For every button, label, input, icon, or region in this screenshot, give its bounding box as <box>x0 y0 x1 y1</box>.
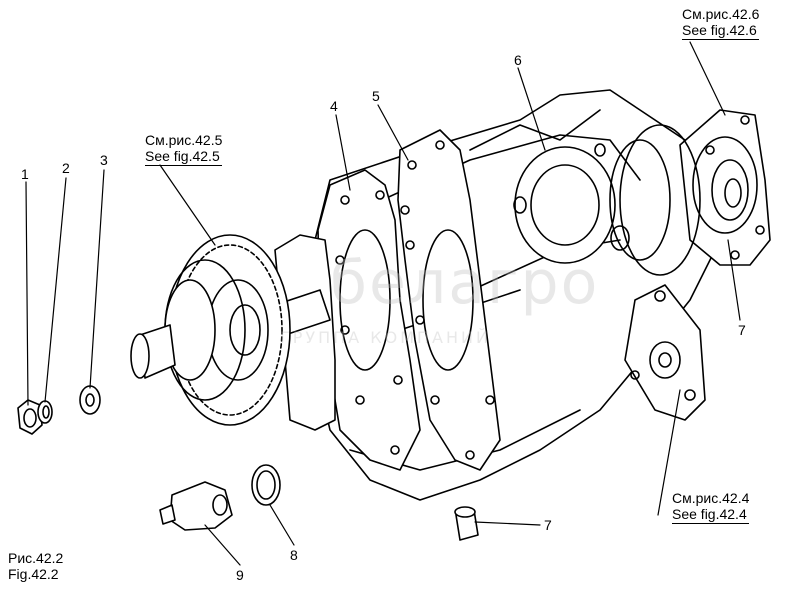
front-housing <box>274 234 336 431</box>
ref-fig-42-5-en: See fig.42.5 <box>145 148 223 166</box>
shaft-end <box>130 324 176 379</box>
drive-gear <box>164 234 291 426</box>
callout-5: 5 <box>372 88 380 104</box>
ref-fig-42-6: См.рис.42.6 See fig.42.6 <box>682 6 760 40</box>
ref-fig-42-4: См.рис.42.4 See fig.42.4 <box>672 490 750 524</box>
washer-3 <box>79 385 101 415</box>
figure-caption: Рис.42.2 Fig.42.2 <box>8 550 63 582</box>
cam-cover <box>469 109 630 264</box>
callout-3: 3 <box>100 152 108 168</box>
callout-7-top: 7 <box>738 322 746 338</box>
callout-6: 6 <box>514 52 522 68</box>
callout-9: 9 <box>236 567 244 583</box>
ref-fig-42-6-ru: См.рис.42.6 <box>682 6 760 22</box>
drive-flange <box>609 109 771 276</box>
callout-7-bottom: 7 <box>544 517 552 533</box>
seal-ring-8 <box>251 464 281 506</box>
ref-fig-42-5: См.рис.42.5 See fig.42.5 <box>145 132 223 166</box>
washer-2 <box>37 400 53 424</box>
ref-fig-42-4-ru: См.рис.42.4 <box>672 490 750 506</box>
callout-2: 2 <box>62 160 70 176</box>
callout-1: 1 <box>21 166 29 182</box>
sensor-9 <box>159 481 233 531</box>
callout-8: 8 <box>290 547 298 563</box>
ref-fig-42-6-en: See fig.42.6 <box>682 22 760 40</box>
plug-7 <box>454 506 479 541</box>
callout-4: 4 <box>330 98 338 114</box>
ref-fig-42-5-ru: См.рис.42.5 <box>145 132 223 148</box>
ref-fig-42-4-en: See fig.42.4 <box>672 506 750 524</box>
plate-5 <box>397 129 501 471</box>
caption-ru: Рис.42.2 <box>8 550 64 566</box>
pump-bracket <box>624 284 706 421</box>
gasket-4 <box>317 169 421 471</box>
leader-lines <box>25 41 741 566</box>
caption-en: Fig.42.2 <box>8 566 59 582</box>
